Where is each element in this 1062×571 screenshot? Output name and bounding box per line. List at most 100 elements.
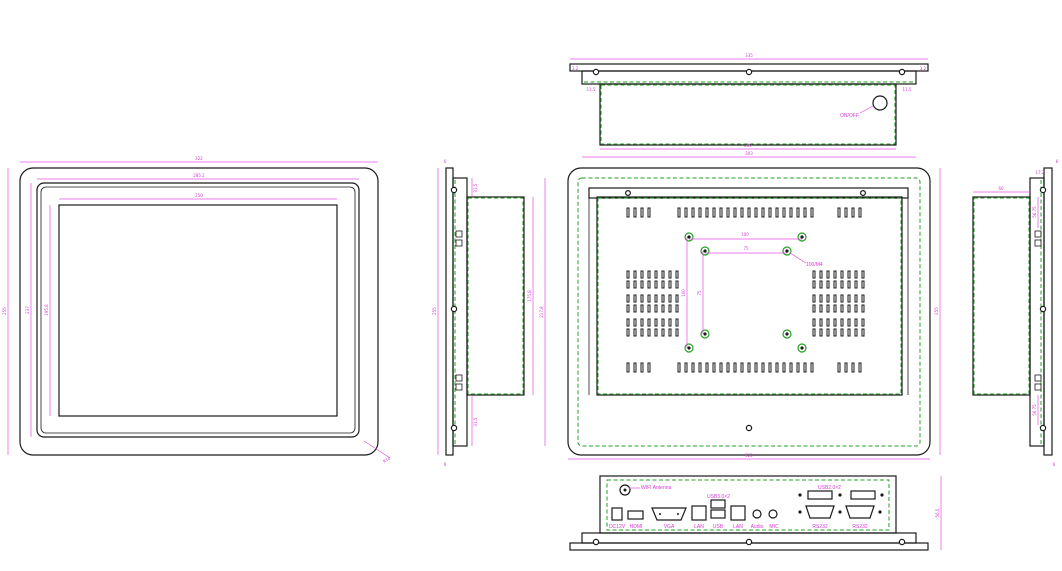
top-right-step-dim: 11.5 [903,87,912,92]
bottom-height-dim: 56.5 [935,508,940,517]
port-screw [838,510,842,514]
vent-slot [861,294,865,303]
vent-slot [847,294,851,303]
side-clip [455,239,463,247]
vent-slot [668,294,672,303]
right-view: 60 17.2 6 56.75 56.75 6 [972,159,1059,467]
vent-slot [654,304,658,313]
top-overall-dim: 335 [745,53,753,58]
vent-slot [761,207,765,218]
vent-slot [675,270,679,279]
wifi-antenna-pin [623,488,627,492]
vent-slot [675,318,679,327]
rear-height-dim: 255 [934,307,939,315]
rear-body-dashed [597,197,902,395]
vent-slot [847,270,851,279]
side-bottom-dim: 6 [444,462,447,467]
vent-slot [754,207,758,218]
rear-screw-hole [624,190,631,197]
vent-slot [726,362,730,373]
side-clip [455,383,463,391]
rear-width-dim: 322 [745,453,753,458]
vent-slot [747,362,751,373]
vent-slot [654,280,658,289]
vent-slot [812,328,816,337]
top-inner-dim: 209 [744,143,752,148]
front-corner-leader [363,440,391,459]
vesa-label: 100/M4 [806,262,823,268]
vent-slot [691,362,695,373]
rear-screw-hole [745,424,753,432]
vent-slot [740,362,744,373]
vent-slot [819,270,823,279]
vent-slot [626,318,630,327]
vesa-hole-center [800,235,804,239]
vent-slot [854,270,858,279]
front-bezel-inner [40,186,356,434]
top-body [599,83,897,146]
usb2-port [807,490,833,500]
vent-slot [677,362,681,373]
bottom-body-dashed [606,479,890,531]
vent-slot [819,294,823,303]
vent-slot [854,294,858,303]
vesa-hole [797,232,807,242]
vent-slot [654,294,658,303]
side-top-dim: 6 [444,159,447,164]
vent-slot [640,280,644,289]
vesa-outer-dim: 100 [741,232,749,237]
front-width-dim: 322 [195,156,203,161]
power-button [872,95,888,111]
side-inner-height-dim: 217.8 [539,306,544,318]
vent-slot [668,318,672,327]
vent-slot [840,304,844,313]
vesa-hole-center [687,235,691,239]
vent-slot [754,362,758,373]
vent-slot [768,362,772,373]
vent-slot [640,328,644,337]
vent-slot [858,362,862,373]
port-label-dc12v: DC12V [609,524,626,530]
vent-slot [712,362,716,373]
vent-slot [647,328,651,337]
vent-slot [647,318,651,327]
vent-slot [668,328,672,337]
usb3-label: USB3.0×2 [707,494,730,500]
vent-slot [854,318,858,327]
right-top-right-dim: 6 [1056,159,1059,164]
vent-slot [705,362,709,373]
vent-slot [668,304,672,313]
power-label: ON/OFF [840,113,859,119]
vent-slot [640,207,644,218]
front-screen-width-dim: 250 [195,193,203,198]
side-body-height-dim: 175.8 [527,290,532,302]
vent-slot [782,207,786,218]
rs232-port [805,505,835,519]
vent-slot [647,304,651,313]
vent-slot [837,362,841,373]
right-clip [1034,239,1042,247]
vesa-hole-center [785,249,789,253]
vent-slot [854,280,858,289]
wifi-label: WIFI Antenna [641,485,672,491]
vent-slot [633,270,637,279]
vent-slot [647,294,651,303]
vent-slot [812,280,816,289]
vent-slot [847,328,851,337]
vent-slot [633,294,637,303]
top-view: ON/OFF 335 3.2 3.2 11.5 11.5 209 303 [569,53,929,158]
front-bezel [36,182,360,438]
vesa-hole [782,329,792,339]
side-clip [455,374,463,382]
right-top-dim: 17.2 [1036,170,1045,175]
vent-slot [861,318,865,327]
vent-slot [812,318,816,327]
vent-slot [819,328,823,337]
vent-slot [626,207,630,218]
vesa-v-inner-dim: 75 [697,290,702,296]
vga-port [651,507,687,521]
port-label-audio: Audio [751,524,764,530]
vent-slot [668,270,672,279]
rear-screw-hole [859,190,866,197]
mic-jack [768,509,778,519]
